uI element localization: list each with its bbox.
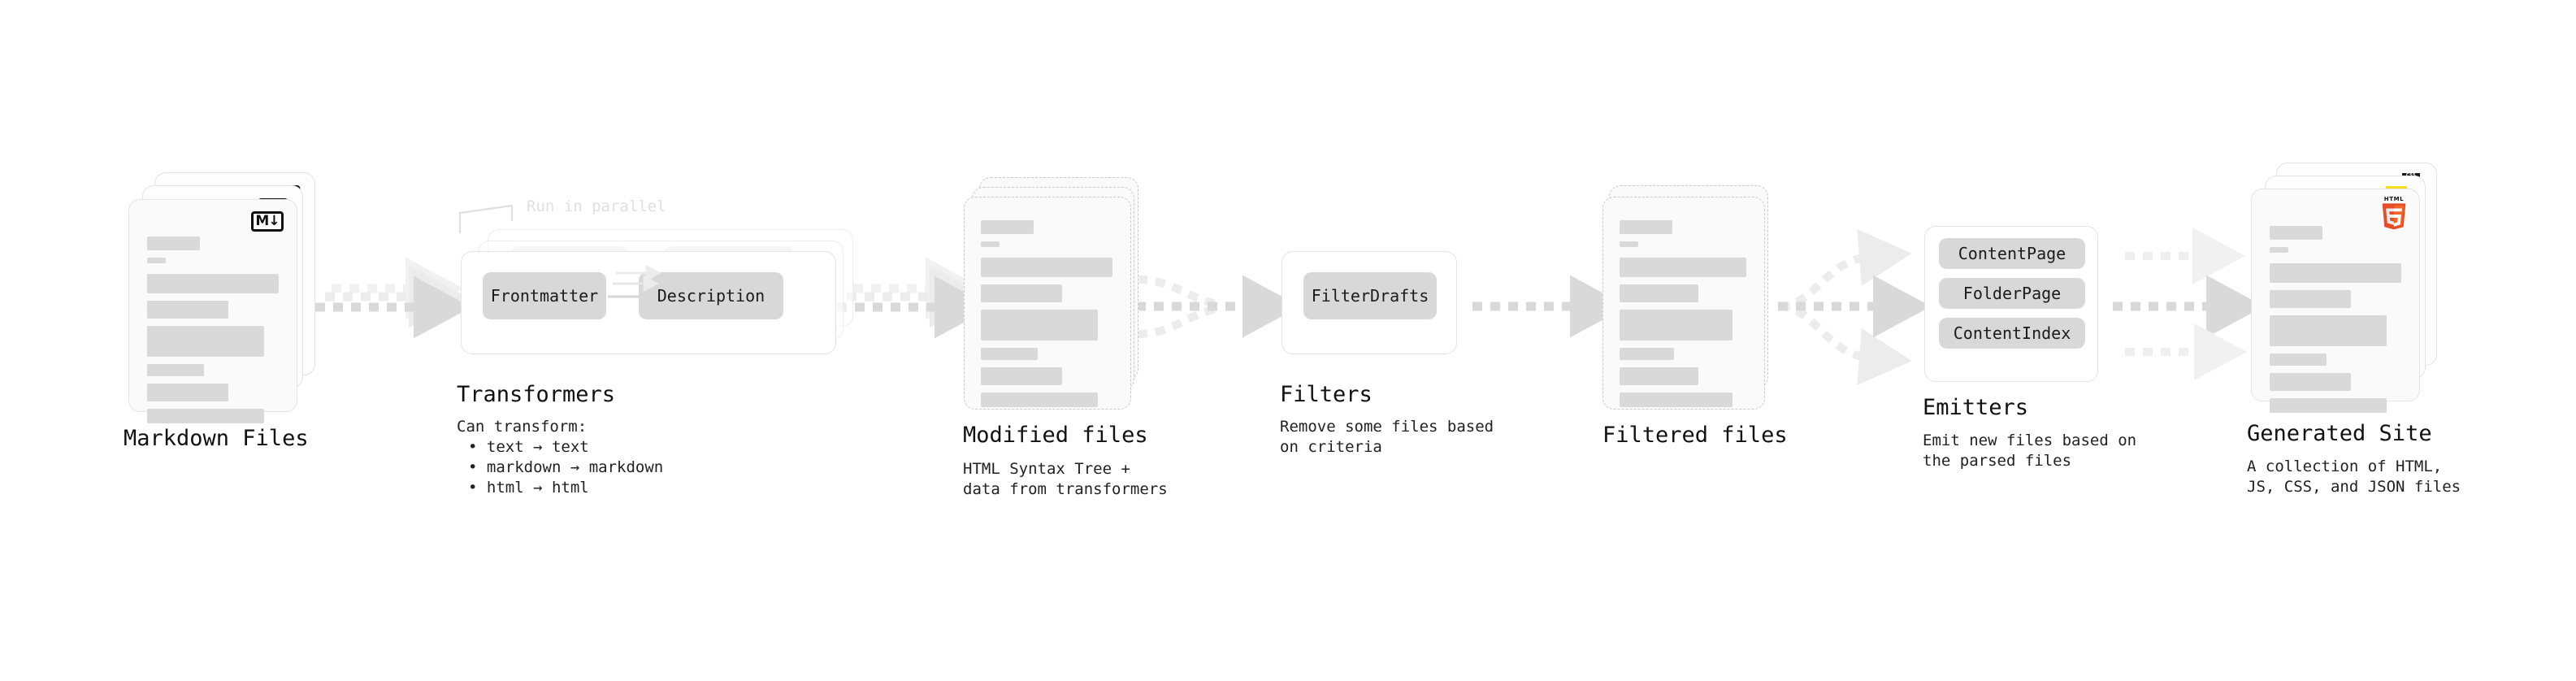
- doc-bar: [1620, 241, 1638, 247]
- doc-bar: [1620, 348, 1675, 360]
- markdown-doc-front: M↓: [128, 199, 297, 423]
- doc-bar: [981, 367, 1063, 385]
- generated-site-title: Generated Site: [2247, 421, 2432, 446]
- filter-pill-filterdrafts[interactable]: FilterDrafts: [1303, 272, 1437, 319]
- doc-bar: [981, 220, 1034, 234]
- doc-bar: [147, 301, 229, 319]
- filters-subtitle: Remove some files based on criteria: [1280, 418, 1494, 456]
- doc-bar: [1620, 220, 1672, 234]
- markdown-icon-label: M↓: [251, 211, 284, 232]
- doc-bar: [2270, 373, 2352, 391]
- html5-icon-glyph: HTML: [2380, 196, 2408, 230]
- doc-bar: [1620, 367, 1698, 385]
- transformers-bullet-1: • markdown → markdown: [468, 458, 664, 476]
- doc-body: [981, 220, 1112, 414]
- doc-bar: [147, 364, 204, 376]
- html5-icon: HTML: [2380, 196, 2408, 230]
- doc-bar: [2270, 263, 2401, 283]
- modified-files-title: Modified files: [963, 423, 1148, 448]
- doc-body: [2270, 226, 2401, 420]
- emitters-subtitle: Emit new files based on the parsed files: [1923, 432, 2137, 470]
- doc-bar: [981, 241, 1000, 247]
- emitter-pill-contentpage[interactable]: ContentPage: [1939, 238, 2085, 269]
- filtered-doc-front: [1602, 197, 1765, 410]
- doc-bar: [1620, 258, 1746, 277]
- doc-bar: [2270, 315, 2387, 346]
- transformer-pill-description[interactable]: Description: [639, 272, 783, 319]
- doc-bar: [981, 348, 1038, 360]
- doc-bar: [2270, 226, 2322, 240]
- doc-bar: [1620, 310, 1733, 340]
- doc-bar: [147, 409, 265, 423]
- markdown-files-title: Markdown Files: [124, 426, 309, 451]
- transformers-bullet-2: • html → html: [468, 479, 589, 497]
- doc-bar: [1620, 393, 1733, 407]
- doc-bar: [1620, 284, 1698, 302]
- generated-doc-front: HTML: [2251, 189, 2420, 413]
- emitter-pill-folderpage[interactable]: FolderPage: [1939, 278, 2085, 309]
- transformers-subtitle: Can transform:: [457, 418, 588, 436]
- doc-bar: [2270, 398, 2387, 413]
- doc-bar: [147, 274, 279, 293]
- generated-site-subtitle: A collection of HTML, JS, CSS, and JSON …: [2247, 458, 2461, 496]
- transformers-bullet-0: • text → text: [468, 438, 589, 456]
- transformer-card-front: Frontmatter Description: [461, 251, 836, 354]
- doc-bar: [981, 393, 1099, 407]
- markdown-icon: M↓: [251, 211, 284, 232]
- doc-bar: [2270, 290, 2352, 308]
- arrow-markdown-to-transformers: [315, 257, 472, 339]
- html5-icon-wordmark: HTML: [2383, 196, 2405, 202]
- doc-body: [147, 236, 279, 431]
- doc-bar: [2270, 354, 2327, 366]
- filters-card: FilterDrafts: [1281, 251, 1457, 354]
- emitters-title: Emitters: [1923, 395, 2029, 420]
- doc-bar: [2270, 247, 2288, 253]
- doc-bar: [147, 326, 265, 357]
- doc-bar: [147, 384, 229, 401]
- doc-bar: [981, 310, 1099, 340]
- arrow-emitters-to-site: [2113, 228, 2265, 380]
- arrow-modified-to-filters: [1136, 275, 1301, 338]
- doc-bar: [147, 236, 200, 250]
- run-in-parallel-note: Run in parallel: [527, 197, 666, 215]
- doc-bar: [981, 284, 1063, 302]
- modified-files-subtitle: HTML Syntax Tree + data from transformer…: [963, 460, 1168, 498]
- modified-doc-front: [964, 197, 1131, 410]
- emitters-card: ContentPage FolderPage ContentIndex: [1924, 226, 2098, 382]
- doc-bar: [147, 258, 166, 263]
- doc-bar: [981, 258, 1112, 277]
- emitter-pill-contentindex[interactable]: ContentIndex: [1939, 318, 2085, 349]
- arrow-filtered-to-emitters: [1778, 229, 1932, 385]
- filters-title: Filters: [1280, 382, 1373, 407]
- filtered-files-title: Filtered files: [1602, 423, 1788, 448]
- doc-body: [1620, 220, 1746, 414]
- transformers-title: Transformers: [457, 382, 616, 407]
- transformer-pill-frontmatter[interactable]: Frontmatter: [483, 272, 606, 319]
